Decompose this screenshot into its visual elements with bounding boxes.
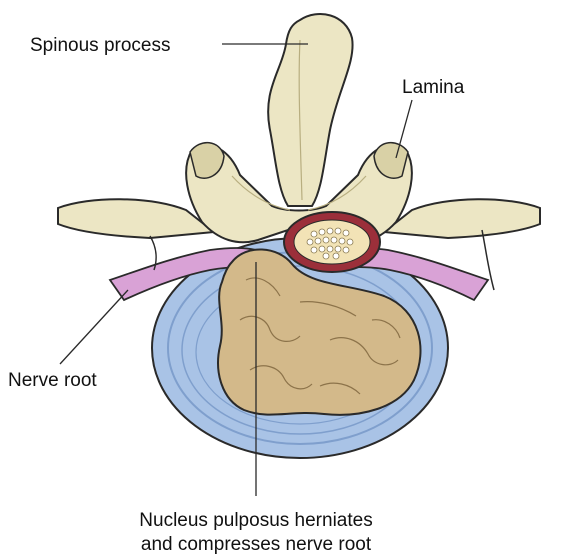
spinal-cord: [284, 212, 380, 272]
label-lamina: Lamina: [402, 77, 465, 98]
label-nerve-root: Nerve root: [8, 370, 97, 391]
caption-line-2: and compresses nerve root: [141, 534, 372, 555]
label-spinous-process: Spinous process: [30, 35, 170, 56]
leader-nerve-root: [60, 290, 128, 364]
caption-line-1: Nucleus pulposus herniates: [139, 510, 372, 531]
